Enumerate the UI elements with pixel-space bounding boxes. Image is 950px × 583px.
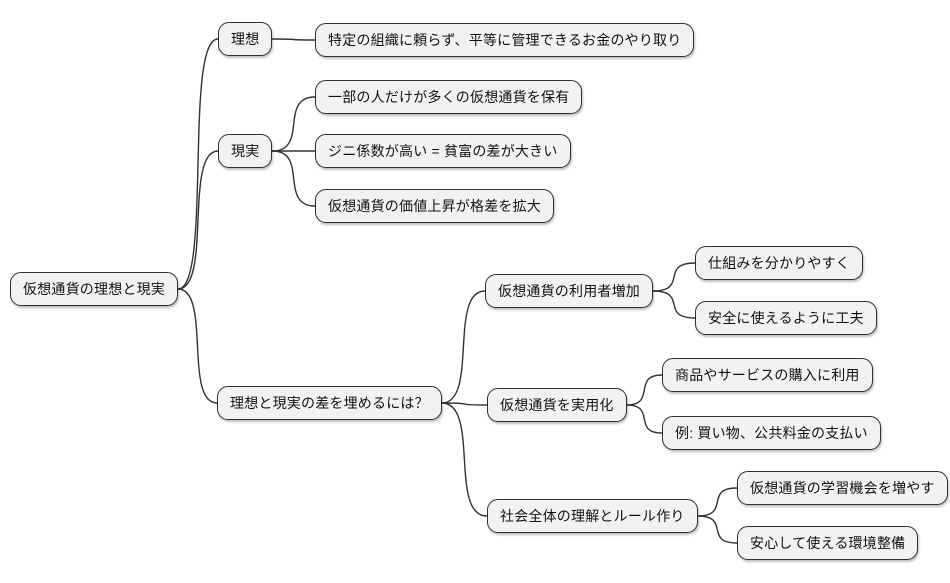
mindmap-node-easy-mechanism: 仕組みを分かりやすく [695, 246, 863, 280]
mindmap-node-ideal: 理想 [218, 22, 273, 56]
mindmap-node-payment-examples: 例: 買い物、公共料金の支払い [662, 416, 881, 450]
mindmap-node-reality-holding: 一部の人だけが多くの仮想通貨を保有 [315, 80, 583, 114]
mindmap-node-more-users: 仮想通貨の利用者増加 [485, 274, 653, 308]
mindmap-node-bridge-question: 理想と現実の差を埋めるには？ [217, 386, 442, 420]
mindmap-node-root: 仮想通貨の理想と現実 [10, 272, 178, 306]
mindmap-node-reality-gini: ジニ係数が高い = 貧富の差が大きい [315, 134, 571, 168]
mindmap-node-practical-use: 仮想通貨を実用化 [487, 388, 627, 422]
mindmap-node-learning-chances: 仮想通貨の学習機会を増やす [737, 471, 948, 505]
mindmap-node-reality: 現実 [218, 134, 273, 168]
mindmap-node-safe-use: 安全に使えるように工夫 [695, 301, 877, 335]
mindmap-node-purchase-use: 商品やサービスの購入に利用 [662, 358, 873, 392]
mindmap-node-society-rules: 社会全体の理解とルール作り [487, 499, 698, 533]
mindmap-node-ideal-detail: 特定の組織に頼らず、平等に管理できるお金のやり取り [315, 23, 695, 57]
mindmap-node-safe-environment: 安心して使える環境整備 [737, 526, 919, 560]
mindmap-node-reality-gap: 仮想通貨の価値上昇が格差を拡大 [315, 189, 554, 223]
